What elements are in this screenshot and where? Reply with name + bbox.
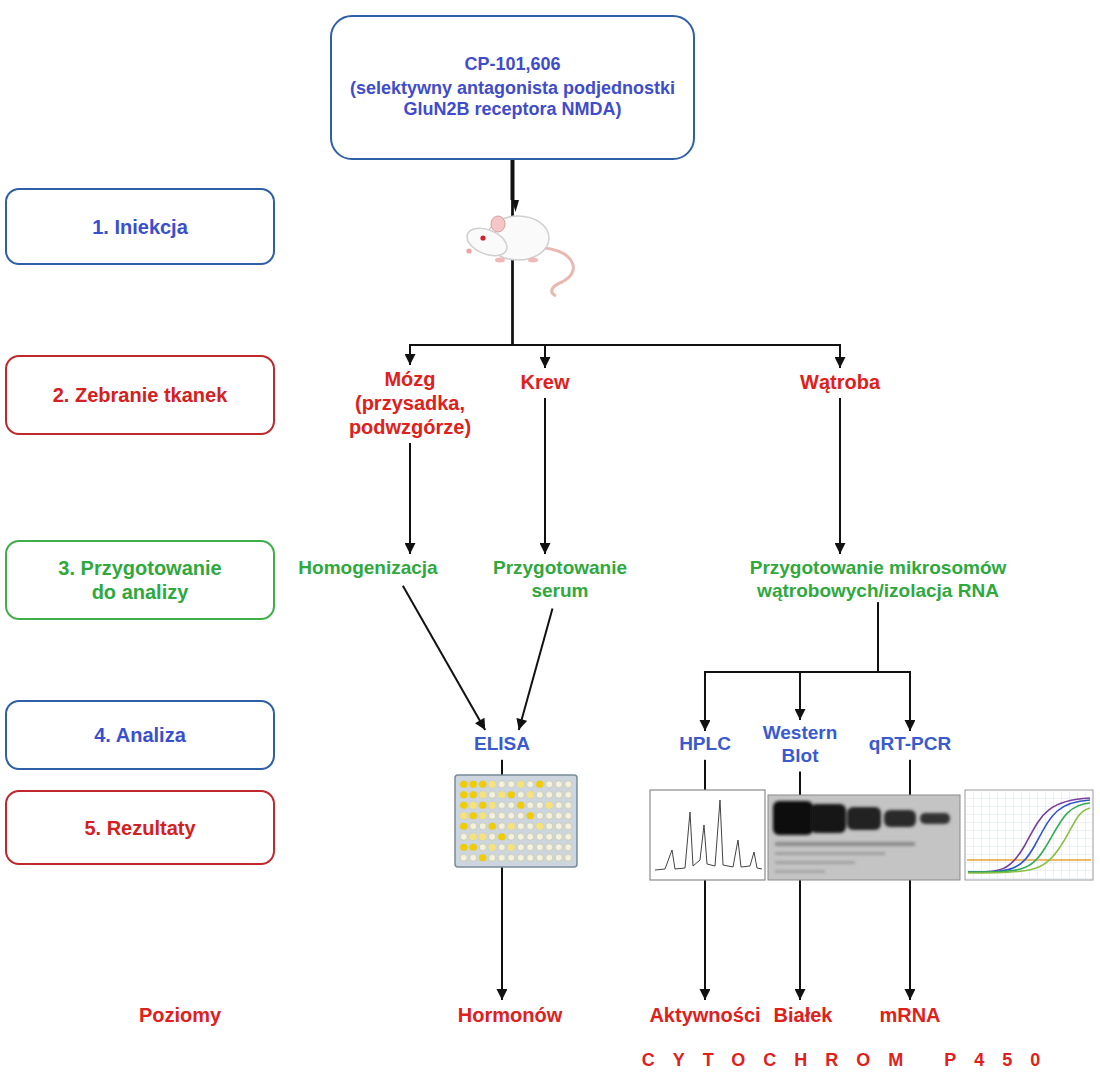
result-label: Białek — [774, 1003, 833, 1027]
western-blot-image — [768, 795, 960, 880]
row-label: Poziomy — [139, 1003, 221, 1027]
tissue-label: Krew — [521, 370, 570, 394]
step-box-text: 5. Rezultaty — [84, 816, 195, 840]
flow-arrow — [403, 586, 485, 730]
flow-arrow — [409, 443, 411, 554]
step-box: 2. Zebranie tkanek — [5, 355, 275, 435]
arrow-shaft — [511, 160, 515, 200]
result-label: mRNA — [879, 1003, 940, 1027]
drug-box-text: CP-101,606 — [464, 54, 560, 76]
flow-arrow — [513, 160, 546, 368]
flow-arrow — [544, 398, 546, 554]
step-box: 3. Przygotowanie do analizy — [5, 540, 275, 620]
step-box: 1. Iniekcja — [5, 188, 275, 265]
result-label: Aktywności — [649, 1003, 760, 1027]
flow-arrow — [839, 398, 841, 554]
result-label-text: mRNA — [879, 1004, 940, 1026]
step-box-text: 2. Zebranie tkanek — [53, 383, 228, 407]
method-label: Western Blot — [753, 722, 848, 768]
tissue-label-text: Krew — [521, 371, 570, 393]
drug-box: CP-101,606(selektywny antagonista podjed… — [330, 15, 695, 160]
result-label-text: Aktywności — [649, 1004, 760, 1026]
flow-arrow — [878, 603, 910, 731]
preparation-label-text: Przygotowanie serum — [493, 557, 627, 601]
method-label: ELISA — [474, 733, 530, 756]
flow-arrow — [519, 609, 553, 730]
tissue-label: Wątroba — [800, 370, 880, 394]
group-label: CYTOCHROM P450 — [642, 1050, 1059, 1072]
tissue-label-text: Wątroba — [800, 371, 880, 393]
flow-arrow — [513, 160, 841, 368]
drug-box-text: (selektywny antagonista podjednostki Glu… — [345, 78, 680, 121]
result-label-text: Hormonów — [458, 1004, 562, 1026]
method-label-text: ELISA — [474, 733, 530, 754]
method-label-text: HPLC — [679, 733, 731, 754]
flow-arrow — [410, 160, 513, 365]
preparation-label: Homogenizacja — [298, 557, 437, 580]
method-label-text: Western Blot — [763, 722, 838, 766]
step-box: 5. Rezultaty — [5, 790, 275, 865]
method-label-text: qRT-PCR — [869, 733, 951, 754]
rat-illustration — [463, 160, 573, 296]
qpcr-curves — [965, 790, 1093, 880]
preparation-label: Przygotowanie serum — [485, 557, 635, 603]
flow-arrow — [705, 603, 878, 731]
result-label: Hormonów — [458, 1003, 562, 1027]
step-box-text: 3. Przygotowanie do analizy — [51, 556, 229, 604]
step-box-text: 4. Analiza — [94, 723, 186, 747]
step-box-text: 1. Iniekcja — [92, 215, 188, 239]
preparation-label-text: Przygotowanie mikrosomów wątrobowych/izo… — [750, 557, 1007, 601]
flow-arrow — [800, 603, 878, 720]
result-label-text: Białek — [774, 1004, 833, 1026]
hplc-chromatogram — [650, 790, 765, 880]
step-box: 4. Analiza — [5, 700, 275, 770]
arrow-head — [512, 200, 519, 212]
preparation-label-text: Homogenizacja — [298, 557, 437, 578]
method-label: qRT-PCR — [869, 733, 951, 756]
elisa-plate — [455, 775, 577, 867]
preparation-label: Przygotowanie mikrosomów wątrobowych/izo… — [728, 557, 1028, 603]
tissue-label-text: Mózg (przysadka, podwzgórze) — [349, 368, 471, 438]
method-label: HPLC — [679, 733, 731, 756]
tissue-label: Mózg (przysadka, podwzgórze) — [340, 367, 480, 439]
